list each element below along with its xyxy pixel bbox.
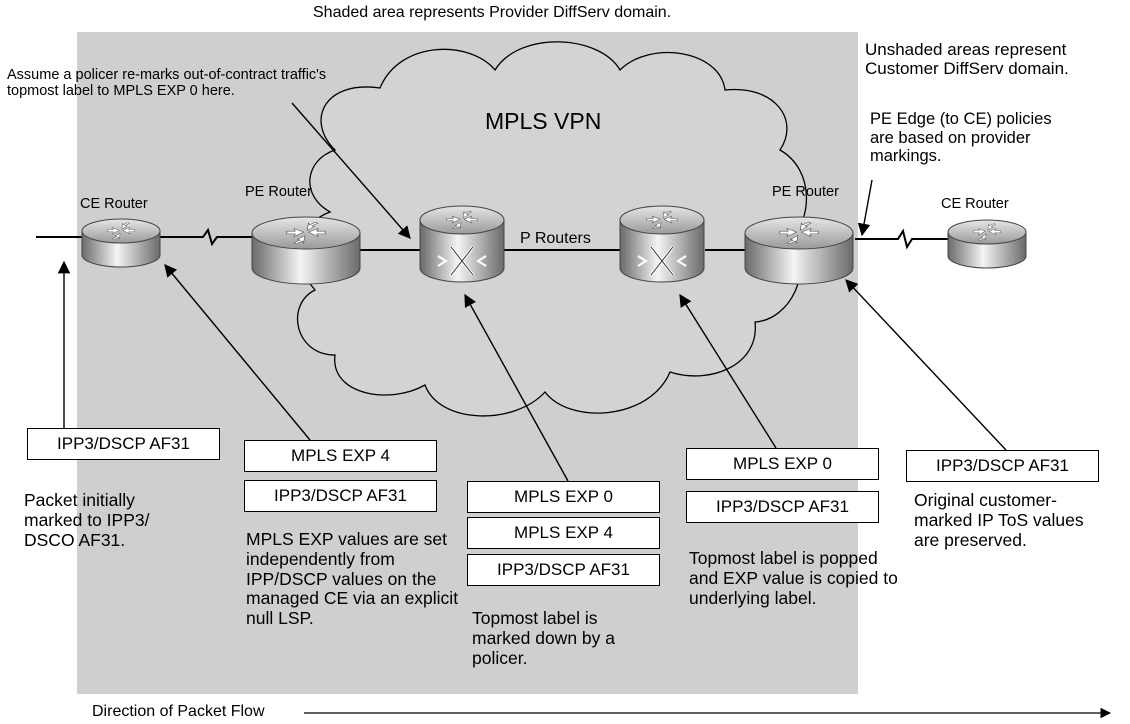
- pe-router-right-label: PE Router: [772, 184, 839, 200]
- pe-edge-note: PE Edge (to CE) policies are based on pr…: [870, 110, 1052, 166]
- ce-router-right-label: CE Router: [941, 196, 1009, 212]
- stage-2-mpls-label-box: MPLS EXP 4: [244, 440, 437, 472]
- arrow-unshaded-note: [857, 179, 873, 237]
- arrow-stage-3: [464, 293, 569, 482]
- shaded-domain-note: Shaded area represents Provider DiffServ…: [313, 4, 672, 21]
- cloud-label: MPLS VPN: [485, 108, 602, 134]
- arrow-stage-2: [164, 264, 311, 441]
- stage-1-header-box: IPP3/DSCP AF31: [27, 428, 220, 460]
- mpls-vpn-cloud: [296, 41, 808, 417]
- arrow-stage-4: [679, 293, 777, 449]
- p-router-1-icon[interactable]: [419, 205, 505, 283]
- stage-4-mpls-label-box: MPLS EXP 0: [686, 448, 879, 480]
- stage-5-ip-header-box: IPP3/DSCP AF31: [906, 450, 1099, 482]
- stage-4-ip-header-box: IPP3/DSCP AF31: [686, 491, 879, 523]
- ce-router-left-icon[interactable]: [81, 218, 161, 268]
- unshaded-domain-note: Unshaded areas represent Customer DiffSe…: [865, 40, 1069, 79]
- serial-link-left: [160, 227, 252, 247]
- pe-router-left-label: PE Router: [245, 184, 312, 200]
- stage-3-top-label-box: MPLS EXP 0: [467, 481, 660, 513]
- ce-router-right-icon[interactable]: [947, 219, 1027, 269]
- arrow-policer-note: [291, 102, 411, 239]
- stage-5-note: Original customer-marked IP ToS values a…: [914, 490, 1084, 550]
- stage-3-note: Topmost label is marked down by a police…: [472, 608, 615, 668]
- stage-1-note: Packet initially marked to IPP3/ DSCO AF…: [24, 490, 150, 550]
- serial-link-right: [855, 228, 948, 250]
- stage-3-ip-header-box: IPP3/DSCP AF31: [467, 554, 660, 586]
- pe-router-right-icon[interactable]: [744, 216, 854, 285]
- stage-3-second-label-box: MPLS EXP 4: [467, 517, 660, 549]
- ce-router-left-label: CE Router: [80, 196, 148, 212]
- p-router-2-icon[interactable]: [619, 205, 705, 283]
- stage-2-note: MPLS EXP values are set independently fr…: [246, 529, 459, 629]
- pe-router-left-icon[interactable]: [251, 216, 361, 285]
- stage-2-ip-header-box: IPP3/DSCP AF31: [244, 480, 437, 512]
- stage-4-note: Topmost label is popped and EXP value is…: [689, 548, 898, 608]
- policer-note: Assume a policer re-marks out-of-contrac…: [7, 67, 327, 100]
- packet-flow-label: Direction of Packet Flow: [92, 703, 265, 720]
- arrow-stage-5: [845, 279, 1007, 451]
- p-routers-label: P Routers: [520, 230, 591, 247]
